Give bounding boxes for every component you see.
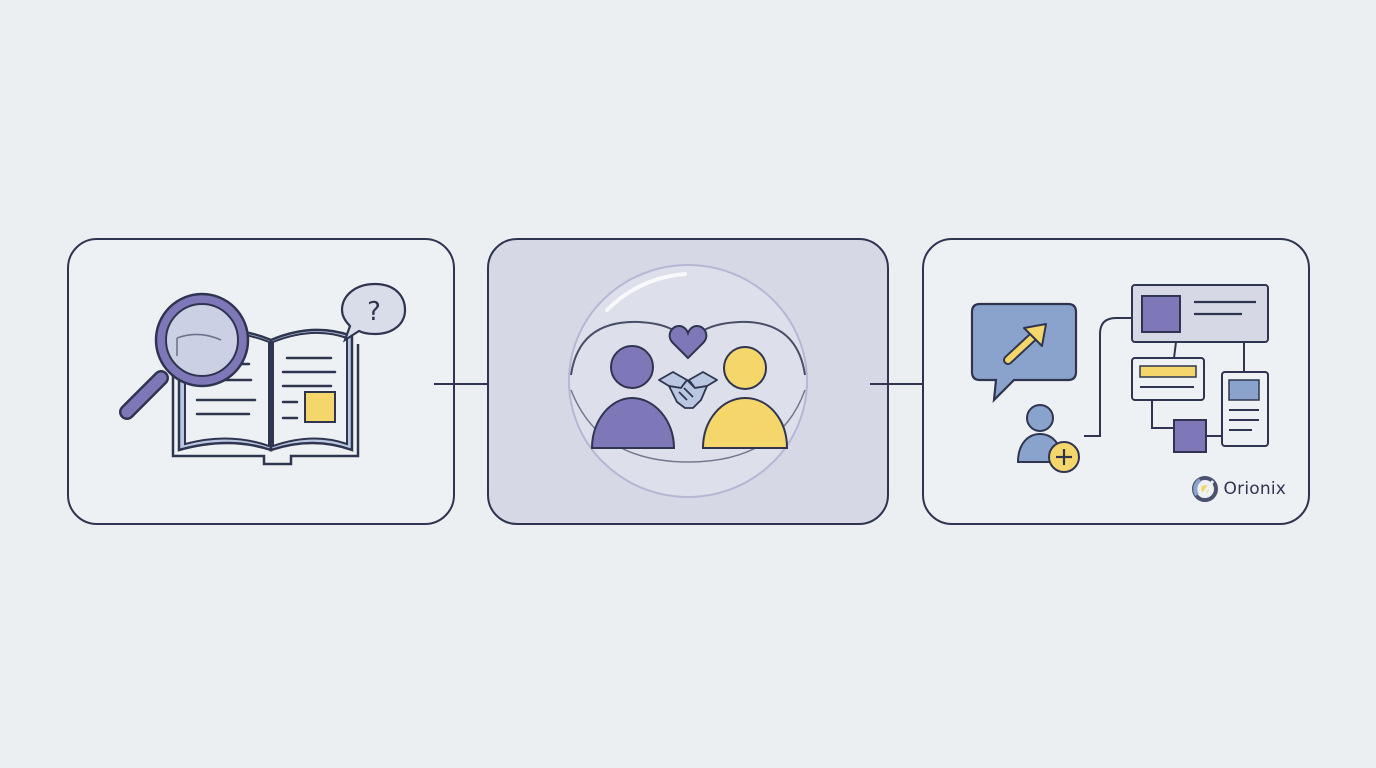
arrow-up-right-bubble-icon bbox=[970, 302, 1078, 403]
person-icon bbox=[701, 346, 789, 449]
add-person-icon bbox=[1016, 404, 1080, 473]
connection-illustration bbox=[568, 264, 808, 498]
step-panel-research: ? bbox=[67, 238, 455, 525]
growth-illustration bbox=[970, 284, 1269, 473]
orionix-logo-icon bbox=[1191, 476, 1218, 502]
brand: Orionix bbox=[1191, 475, 1286, 503]
research-illustration: ? bbox=[119, 282, 407, 466]
step-panel-growth: Orionix bbox=[922, 238, 1310, 525]
brand-name: Orionix bbox=[1223, 479, 1286, 499]
question-mark: ? bbox=[367, 297, 381, 327]
heart-icon bbox=[668, 324, 708, 360]
handshake-icon bbox=[658, 371, 718, 409]
question-bubble-icon: ? bbox=[340, 282, 407, 343]
flowchart-icon bbox=[1084, 284, 1269, 453]
magnifier-icon bbox=[119, 292, 250, 420]
step-panel-connection bbox=[487, 238, 889, 525]
person-icon bbox=[590, 345, 676, 449]
